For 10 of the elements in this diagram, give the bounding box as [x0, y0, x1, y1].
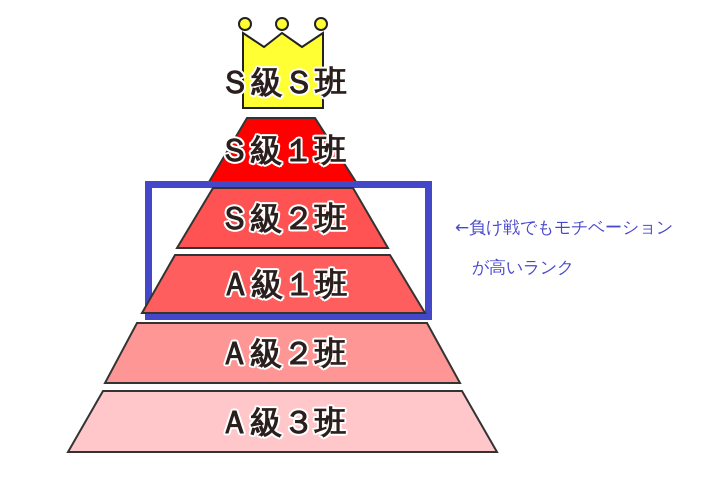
note-text: ←負け戦でもモチベーションが高いランク: [455, 217, 674, 280]
pyramid-tier: [104, 322, 461, 384]
pyramid-tier: [141, 254, 426, 314]
tier-label: Ａ級２班: [218, 336, 346, 370]
pyramid-tier: [208, 117, 357, 183]
pyramid-tier: [67, 390, 498, 453]
tier-label: Ｓ級２班: [218, 201, 346, 235]
tier-label: Ａ級１班: [220, 267, 348, 301]
pyramid-tier: [176, 187, 389, 249]
tier-label: Ａ級３班: [218, 404, 346, 438]
